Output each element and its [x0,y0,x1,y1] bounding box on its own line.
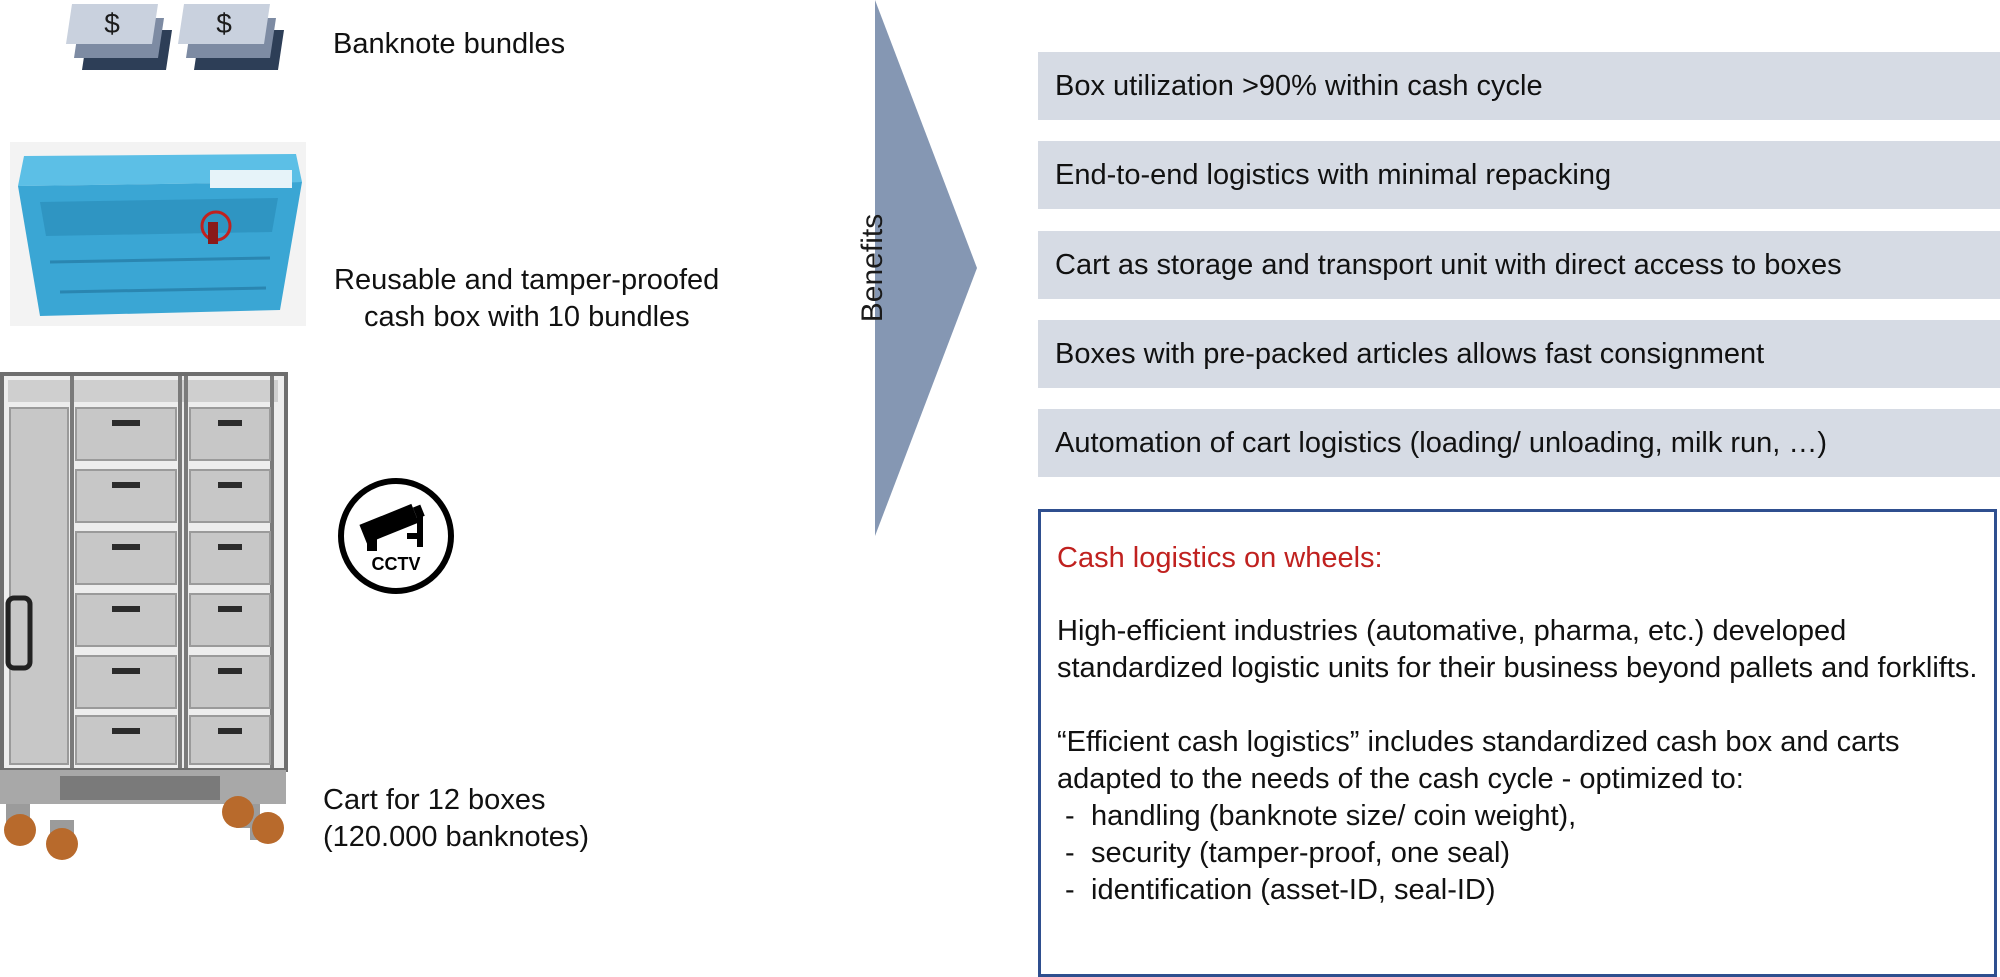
cart-caption: Cart for 12 boxes (120.000 banknotes) [323,782,589,856]
banknote-stack-2: $ [178,4,284,70]
cctv-label: CCTV [372,554,421,574]
cash-box-image [10,142,306,326]
banknote-stack-1: $ [66,4,172,70]
info-box: Cash logistics on wheels: High-efficient… [1038,509,1997,977]
benefits-label-text: Benefits [856,213,889,323]
benefit-item-3: Cart as storage and transport unit with … [1038,231,2000,299]
info-paragraph-2: “Efficient cash logistics” includes stan… [1057,726,1900,795]
info-paragraph-1: High-efficient industries (automative, p… [1057,615,1978,684]
cash-box-caption-line-1: Reusable and tamper-proofed [334,264,720,296]
benefit-item-4: Boxes with pre-packed articles allows fa… [1038,320,2000,388]
cash-box-caption-line-2: cash box with 10 bundles [364,301,690,333]
info-title: Cash logistics on wheels: [1057,542,1383,574]
dollar-symbol: $ [216,8,232,39]
benefit-item-2: End-to-end logistics with minimal repack… [1038,141,2000,209]
cart-caption-line-2: (120.000 banknotes) [323,821,590,853]
banknote-bundles-caption: Banknote bundles [333,28,566,60]
cash-box-caption: Reusable and tamper-proofed cash box wit… [334,262,764,336]
benefits-arrow [875,0,977,536]
cart-caption-line-1: Cart for 12 boxes [323,784,546,816]
benefit-item-1: Box utilization >90% within cash cycle [1038,52,2000,120]
banknote-bundles-icon: $ $ [66,4,284,70]
benefit-item-5: Automation of cart logistics (loading/ u… [1038,409,2000,477]
info-list-item: security (tamper-proof, one seal) [1057,835,1978,872]
cart-image [0,372,288,860]
info-list: handling (banknote size/ coin weight), s… [1057,798,1978,909]
dollar-symbol: $ [104,8,120,39]
cctv-icon: CCTV [338,478,454,594]
info-list-item: handling (banknote size/ coin weight), [1057,798,1978,835]
info-list-item: identification (asset-ID, seal-ID) [1057,872,1978,909]
